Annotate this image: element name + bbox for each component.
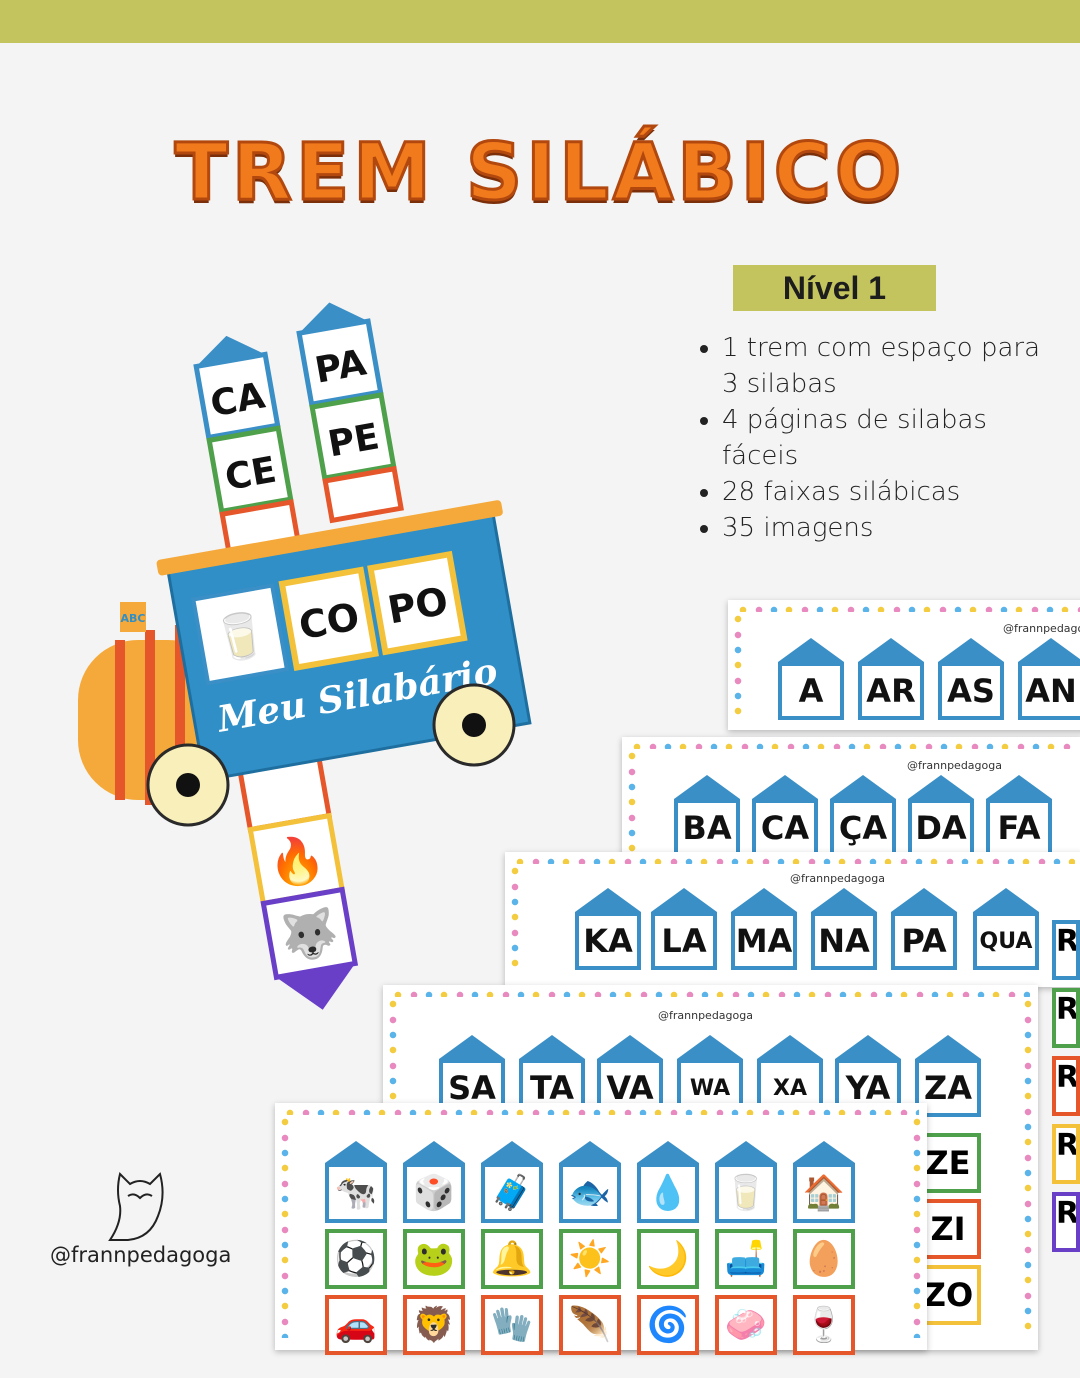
train-illustration: CA CE PA PE 🔥 🐺 ABC 🥛 CO PO Meu Silabár <box>78 302 532 1010</box>
syllable-tile: LA <box>651 888 717 970</box>
house-icon: 🏠 <box>793 1141 855 1223</box>
tile-roof <box>481 1141 543 1163</box>
syllable-sheet: @frannpedagoga BA CA ÇA DA FA <box>622 737 1080 865</box>
strip-right-syllable: PA <box>312 342 369 391</box>
sheet-border <box>913 1115 921 1338</box>
sheet-border <box>736 606 1080 612</box>
tile-roof <box>637 1141 699 1163</box>
tile-roof <box>715 1141 777 1163</box>
syllable-tile: NA <box>811 888 877 970</box>
syllable-tile: CA <box>752 775 818 857</box>
syllable-tile: KA <box>575 888 641 970</box>
sheet-border <box>511 864 519 975</box>
moon-icon: 🌙 <box>637 1229 699 1289</box>
syllable-sheet: @frannpedagoga KA LA MA NA PA QUA <box>505 852 1080 987</box>
syllable-tile: ZA <box>915 1035 981 1117</box>
abc-sign: ABC <box>121 612 146 625</box>
soap-icon: 🧼 <box>715 1295 777 1355</box>
fish-icon: 🐟 <box>559 1141 621 1223</box>
owl-logo-icon <box>108 1172 164 1241</box>
sheet-handle: @frannpedagoga <box>907 759 1002 772</box>
feather-icon: 🪶 <box>559 1295 621 1355</box>
strip-left-syllable: CE <box>222 450 279 499</box>
edge-column: R R R R R <box>1052 920 1080 1260</box>
sheet-border <box>1024 997 1032 1338</box>
glove-icon: 🧤 <box>481 1295 543 1355</box>
slot-syllable: CO <box>296 594 363 648</box>
wine-glass-icon: 🍷 <box>793 1295 855 1355</box>
tile-roof <box>559 1141 621 1163</box>
strip-left-syllable: CA <box>207 375 268 425</box>
eggs-icon: 🥚 <box>793 1229 855 1289</box>
dice-icon: 🎲 <box>403 1141 465 1223</box>
tile-roof <box>403 1141 465 1163</box>
sheet-handle: @frannpedagoga <box>658 1009 753 1022</box>
syllable-tile: MA <box>731 888 797 970</box>
car-icon: 🚗 <box>325 1295 387 1355</box>
syllable-tile: AR <box>858 638 924 720</box>
sheet-border <box>734 612 742 718</box>
top-bar <box>0 0 1080 43</box>
syllable-tile: DA <box>908 775 974 857</box>
sheet-handle: @frannpedagoga <box>790 872 885 885</box>
brand-handle: @frannpedagoga <box>50 1243 232 1267</box>
tile-roof <box>793 1141 855 1163</box>
fire-icon: 🔥 <box>264 829 330 892</box>
sheet-handle: @frannpedagoga <box>1003 622 1080 635</box>
image-grid: 🐄🎲🧳🐟💧🥛🏠 ⚽ 🐸 🔔 ☀️ 🌙 🛋️ 🥚 🚗 🦁 🧤 🪶 🌀 🧼 🍷 <box>325 1141 885 1378</box>
ball-icon: ⚽ <box>325 1229 387 1289</box>
bells-icon: 🔔 <box>481 1229 543 1289</box>
feature-item: 4 páginas de silabas fáceis <box>722 402 1052 474</box>
wolf-icon: 🐺 <box>277 903 343 966</box>
sun-icon: ☀️ <box>559 1229 621 1289</box>
sheet-border <box>513 858 1075 864</box>
syllable-tile: QUA <box>973 888 1039 970</box>
edge-tile: R <box>1052 988 1080 1048</box>
lion-icon: 🦁 <box>403 1295 465 1355</box>
syllable-tile: BA <box>674 775 740 857</box>
sheet-border <box>628 749 636 853</box>
syllable-tile: PA <box>891 888 957 970</box>
edge-tile: R <box>1052 1124 1080 1184</box>
sheet-border <box>391 991 1030 997</box>
feature-list: 1 trem com espaço para 3 silabas 4 págin… <box>696 330 1052 546</box>
glass-icon: 🥛 <box>715 1141 777 1223</box>
suitcase-icon: 🧳 <box>481 1141 543 1223</box>
edge-tile: R <box>1052 1056 1080 1116</box>
sheet-border <box>630 743 1074 749</box>
page-title: TREM SILÁBICO <box>173 127 906 220</box>
glass-icon: 🥛 <box>209 607 272 667</box>
edge-tile: R <box>1052 1192 1080 1252</box>
feature-item: 28 faixas silábicas <box>722 474 1052 510</box>
syllable-sheet: @frannpedagoga A AR AS AN <box>728 600 1080 730</box>
sheet-border <box>281 1115 289 1338</box>
frog-icon: 🐸 <box>403 1229 465 1289</box>
feature-item: 1 trem com espaço para 3 silabas <box>722 330 1052 402</box>
drop-icon: 💧 <box>637 1141 699 1223</box>
slot-syllable: PO <box>384 579 451 633</box>
syllable-tile: ÇA <box>830 775 896 857</box>
sheet-border <box>283 1109 919 1115</box>
feature-item: 35 imagens <box>722 510 1052 546</box>
tile-roof <box>325 1141 387 1163</box>
spring-icon: 🌀 <box>637 1295 699 1355</box>
level-badge: Nível 1 <box>733 265 936 311</box>
syllable-tile: AN <box>1018 638 1080 720</box>
cow-icon: 🐄 <box>325 1141 387 1223</box>
image-sheet: 🐄🎲🧳🐟💧🥛🏠 ⚽ 🐸 🔔 ☀️ 🌙 🛋️ 🥚 🚗 🦁 🧤 🪶 🌀 🧼 🍷 <box>275 1103 927 1355</box>
syllable-tile: AS <box>938 638 1004 720</box>
sofa-icon: 🛋️ <box>715 1229 777 1289</box>
syllable-tile: FA <box>986 775 1052 857</box>
strip-right-syllable: PE <box>325 416 382 465</box>
syllable-tile: A <box>778 638 844 720</box>
edge-tile: R <box>1052 920 1080 980</box>
